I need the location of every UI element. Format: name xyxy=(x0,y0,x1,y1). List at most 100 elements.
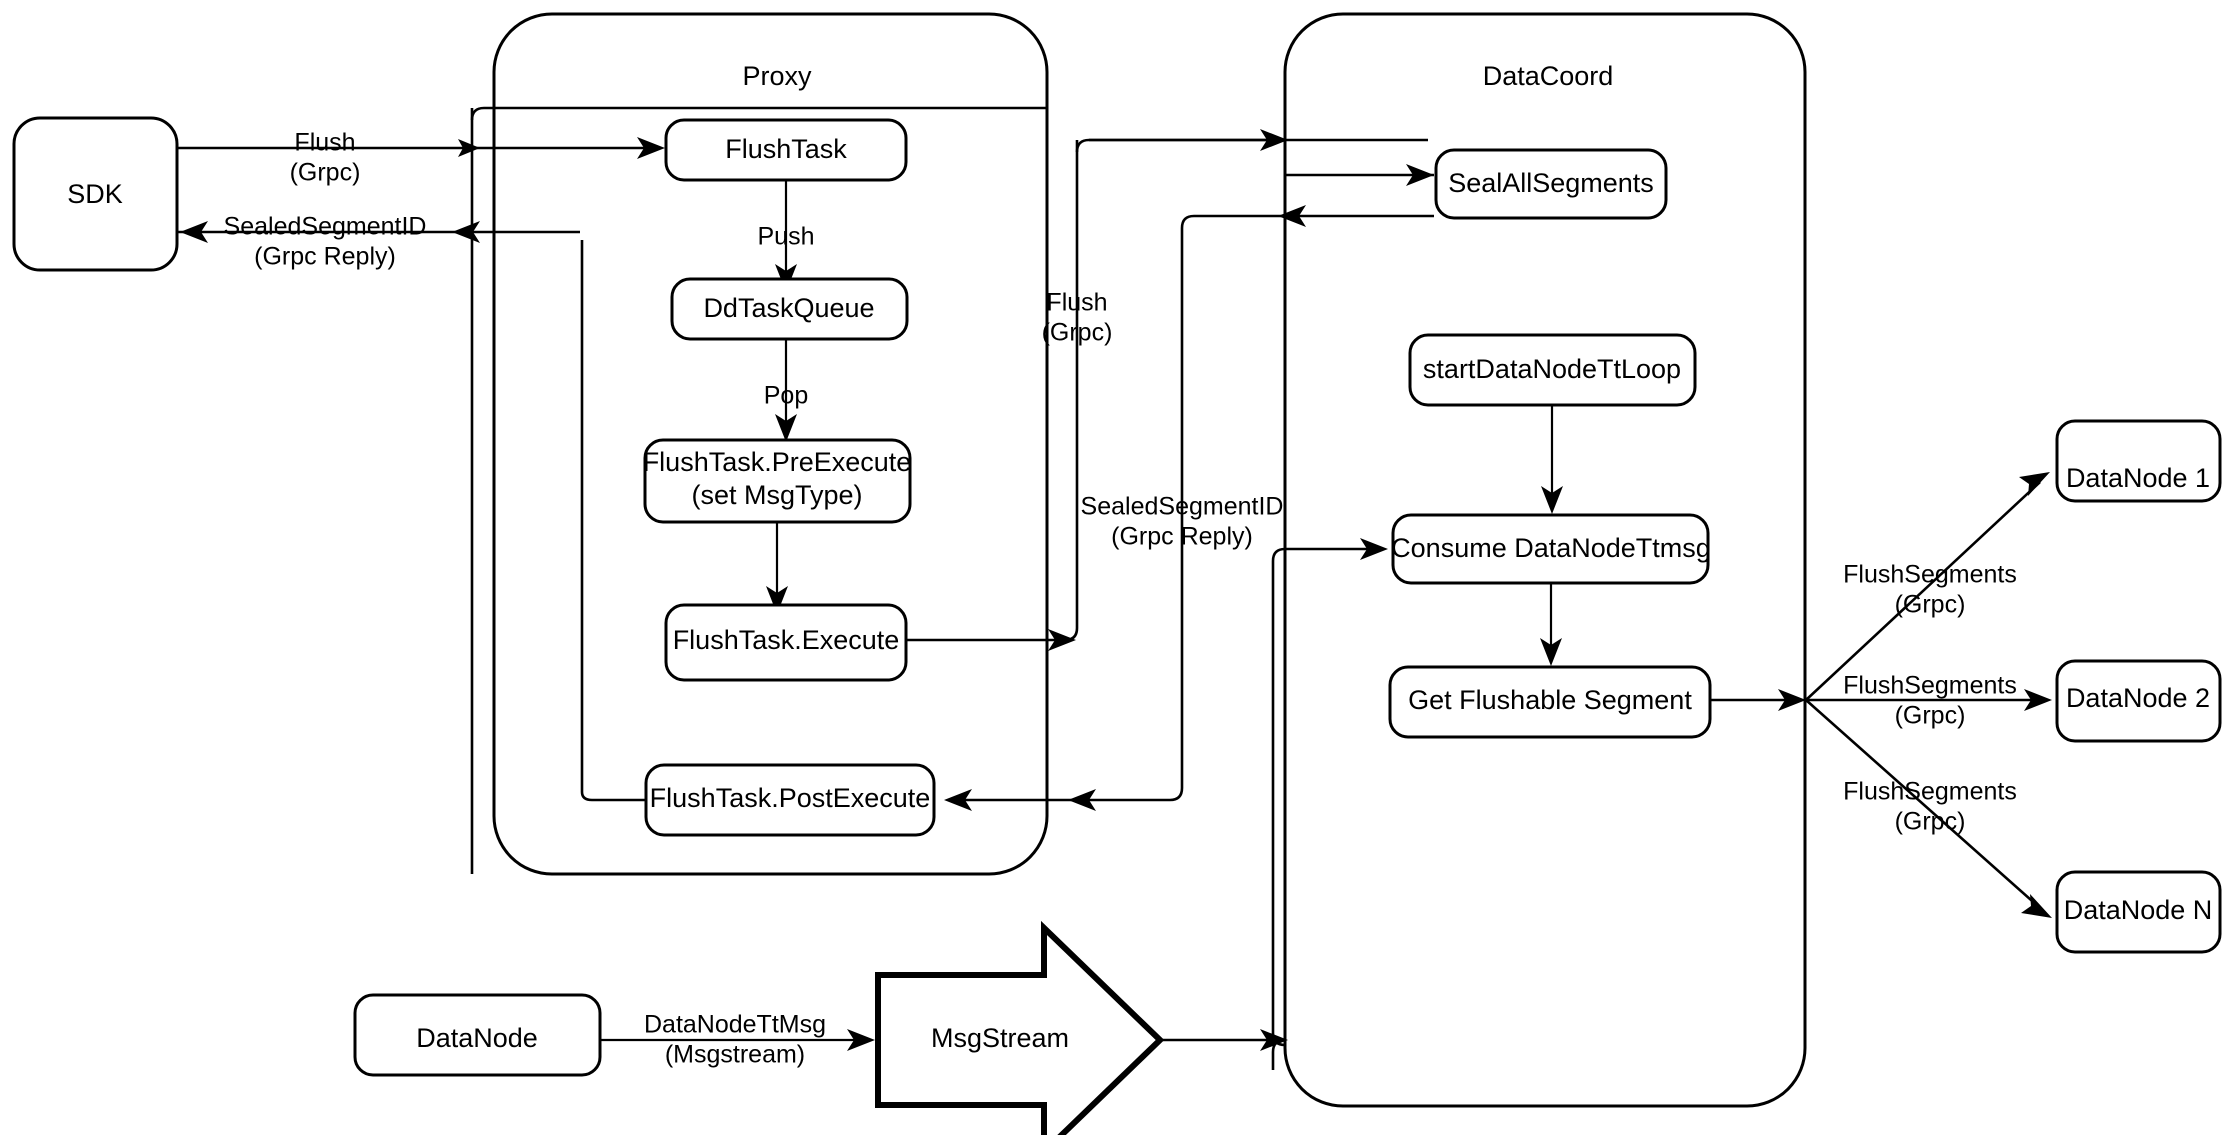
arrowhead-sealall-reply-out xyxy=(1278,205,1306,227)
container-datacoord: DataCoord xyxy=(1283,12,1807,1108)
edge-label-flushsegments-2-line1: FlushSegments xyxy=(1843,672,2017,700)
arrowhead-datanode1-in xyxy=(2019,472,2050,496)
preexecute-label-line1: FlushTask.PreExecute xyxy=(643,447,912,477)
edge-datanode-ttmsg: DataNodeTtMsg (Msgstream) xyxy=(600,1011,875,1069)
arrowhead-proxy-boundary-in xyxy=(458,139,480,157)
execute-box[interactable] xyxy=(664,603,908,682)
sealallsegments-box[interactable] xyxy=(1434,148,1668,220)
node-datanode-2[interactable]: DataNode 2 xyxy=(2055,659,2222,743)
edge-label-sdk-reply-line1: SealedSegmentID xyxy=(224,213,427,241)
node-flushtask[interactable]: FlushTask xyxy=(664,118,908,182)
edge-flushsegments-datanoden: FlushSegments (Grpc) xyxy=(1805,699,2052,918)
edge-label-sdk-flush-line2: (Grpc) xyxy=(290,159,361,187)
datanode-2-box[interactable] xyxy=(2055,659,2222,743)
edge-msgstream-to-consume xyxy=(1271,538,1388,1047)
node-datanode-1[interactable]: DataNode 1 xyxy=(2055,419,2222,503)
datanode-1-box[interactable] xyxy=(2055,419,2222,503)
node-datanode-n[interactable]: DataNode N xyxy=(2055,870,2222,954)
postexecute-label: FlushTask.PostExecute xyxy=(650,783,931,813)
node-preexecute[interactable]: FlushTask.PreExecute (set MsgType) xyxy=(643,438,912,524)
execute-label: FlushTask.Execute xyxy=(673,625,900,655)
datanode-bottom-box[interactable] xyxy=(353,993,602,1077)
edge-label-pop: Pop xyxy=(764,382,808,410)
flushtask-label: FlushTask xyxy=(725,134,847,164)
node-sdk[interactable]: SDK xyxy=(12,116,179,272)
datanode-n-label: DataNode N xyxy=(2064,895,2213,925)
edge-label-flushsegments-n-line1: FlushSegments xyxy=(1843,778,2017,806)
edge-ttloop-to-consume xyxy=(1541,405,1563,514)
arrowhead-datanoden-in xyxy=(2021,894,2052,918)
edge-label-proxy-flush-line1: Flush xyxy=(1046,289,1107,317)
arrowhead-execute-out xyxy=(1048,629,1076,651)
proxy-container-box xyxy=(492,12,1049,876)
edge-push: Push xyxy=(758,180,815,292)
edge-msgstream-curve-down xyxy=(1271,1038,1286,1070)
edge-label-proxy-flush-line2: (Grpc) xyxy=(1042,319,1113,347)
edge-sdk-flush: Flush (Grpc) xyxy=(177,129,665,187)
datacoord-container-box xyxy=(1283,12,1807,1108)
edge-label-proxy-reply-line1: SealedSegmentID xyxy=(1081,493,1284,521)
consume-datanodettmsg-label: Consume DataNodeTtmsg xyxy=(1391,533,1711,563)
startdatanodettloop-label: startDataNodeTtLoop xyxy=(1423,354,1681,384)
get-flushable-segment-label: Get Flushable Segment xyxy=(1408,685,1692,715)
edge-sdk-reply: SealedSegmentID (Grpc Reply) xyxy=(178,213,580,271)
edge-flushsegments-datanode2: FlushSegments (Grpc) xyxy=(1806,672,2052,730)
node-sealallsegments[interactable]: SealAllSegments xyxy=(1434,148,1668,220)
arrowhead-datanode2-in xyxy=(2024,689,2052,711)
ddtaskqueue-box[interactable] xyxy=(670,277,909,341)
container-proxy: Proxy xyxy=(492,12,1049,876)
edge-execute-to-sealallsegments: Flush (Grpc) xyxy=(906,129,1434,651)
edge-label-flushsegments-1-line1: FlushSegments xyxy=(1843,561,2017,589)
edge-label-flushsegments-2-line2: (Grpc) xyxy=(1895,702,1966,730)
datanode-n-box[interactable] xyxy=(2055,870,2222,954)
edge-label-sdk-flush-line1: Flush xyxy=(294,129,355,157)
edge-label-sdk-reply-line2: (Grpc Reply) xyxy=(254,243,396,271)
sealallsegments-label: SealAllSegments xyxy=(1448,168,1654,198)
msgstream-label: MsgStream xyxy=(931,1023,1069,1053)
arrowhead-msgstream-in xyxy=(847,1029,875,1051)
arrowhead-sdk-reply-in xyxy=(180,221,208,243)
arrowhead-postexecute-in xyxy=(944,789,972,811)
edge-label-datanode-ttmsg-line2: (Msgstream) xyxy=(665,1041,805,1069)
edge-proxy-top-curve xyxy=(470,106,1047,121)
node-execute[interactable]: FlushTask.Execute xyxy=(664,603,908,682)
node-postexecute[interactable]: FlushTask.PostExecute xyxy=(644,763,936,837)
edge-fanout-trunk xyxy=(1710,689,1806,711)
edge-label-push: Push xyxy=(758,223,815,251)
edge-postexecute-to-sdk-return xyxy=(580,240,645,802)
ddtaskqueue-label: DdTaskQueue xyxy=(703,293,874,323)
arrowhead-consume-left-in xyxy=(1360,538,1388,560)
edge-consume-to-getflushable xyxy=(1540,583,1562,666)
arrowhead-consume-to-getflushable xyxy=(1540,638,1562,666)
edge-preexecute-to-execute xyxy=(766,522,788,614)
arrowhead-preexecute-to-execute xyxy=(766,586,788,614)
sdk-label: SDK xyxy=(67,179,123,209)
node-get-flushable-segment[interactable]: Get Flushable Segment xyxy=(1388,665,1712,739)
node-datanode-bottom[interactable]: DataNode xyxy=(353,993,602,1077)
proxy-container-label: Proxy xyxy=(742,61,812,91)
edge-flushsegments-datanode1: FlushSegments (Grpc) xyxy=(1805,472,2050,701)
datanode-2-label: DataNode 2 xyxy=(2066,683,2210,713)
node-consume-datanodettmsg[interactable]: Consume DataNodeTtmsg xyxy=(1391,513,1711,585)
node-startdatanodettloop[interactable]: startDataNodeTtLoop xyxy=(1408,333,1697,407)
postexecute-box[interactable] xyxy=(644,763,936,837)
arrowhead-fanout-junction xyxy=(1778,689,1806,711)
edge-label-flushsegments-1-line2: (Grpc) xyxy=(1895,591,1966,619)
node-msgstream[interactable]: MsgStream xyxy=(875,920,1165,1135)
msgstream-arrow-shape[interactable] xyxy=(875,920,1165,1135)
datanode-1-label: DataNode 1 xyxy=(2066,463,2210,493)
arrowhead-flushtask-in xyxy=(637,137,665,159)
sdk-box[interactable] xyxy=(12,116,179,272)
node-ddtaskqueue[interactable]: DdTaskQueue xyxy=(670,277,909,341)
edge-sealallsegments-to-postexecute: SealedSegmentID (Grpc Reply) xyxy=(944,205,1434,811)
arrowhead-ttloop-to-consume xyxy=(1541,486,1563,514)
edge-label-datanode-ttmsg-line1: DataNodeTtMsg xyxy=(644,1011,826,1039)
edge-pop: Pop xyxy=(764,339,808,442)
datacoord-container-label: DataCoord xyxy=(1483,61,1614,91)
preexecute-label-line2: (set MsgType) xyxy=(691,480,862,510)
edge-label-flushsegments-n-line2: (Grpc) xyxy=(1895,808,1966,836)
arrowhead-proxy-reply-boundary xyxy=(1068,789,1096,811)
get-flushable-segment-box[interactable] xyxy=(1388,665,1712,739)
